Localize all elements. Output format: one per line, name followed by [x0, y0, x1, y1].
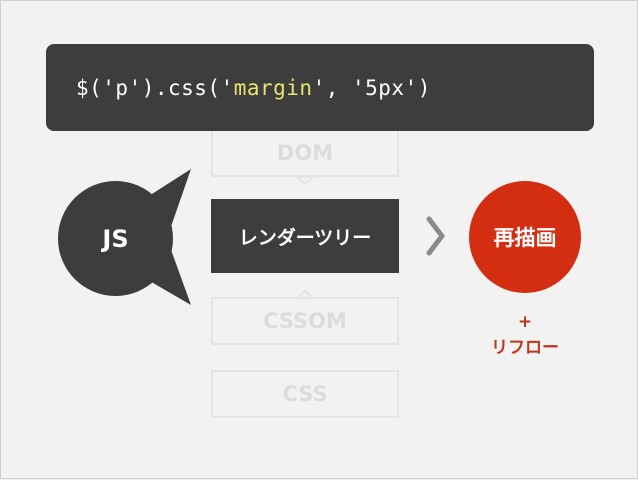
code-prefix: $('p').css(': [76, 75, 234, 100]
code-keyword: margin: [233, 75, 313, 100]
cssom-box: CSSOM: [211, 297, 399, 345]
note-plus: +: [517, 312, 533, 332]
js-spike-upper-icon: [141, 169, 191, 241]
repaint-circle: 再描画: [469, 181, 581, 293]
dom-box: DOM: [211, 131, 399, 177]
code-suffix: ', '5px'): [312, 75, 431, 100]
js-spike-lower-icon: [141, 236, 191, 305]
css-box: CSS: [211, 370, 399, 418]
note-reflow: リフロー: [491, 338, 559, 358]
dom-notch: [294, 176, 316, 186]
js-bubble: JS: [58, 181, 173, 296]
code-snippet: $('p').css('margin', '5px'): [46, 44, 594, 131]
reflow-note: + リフロー: [471, 309, 579, 361]
render-tree-box: レンダーツリー: [211, 199, 399, 273]
chevron-right-icon: [426, 216, 445, 256]
